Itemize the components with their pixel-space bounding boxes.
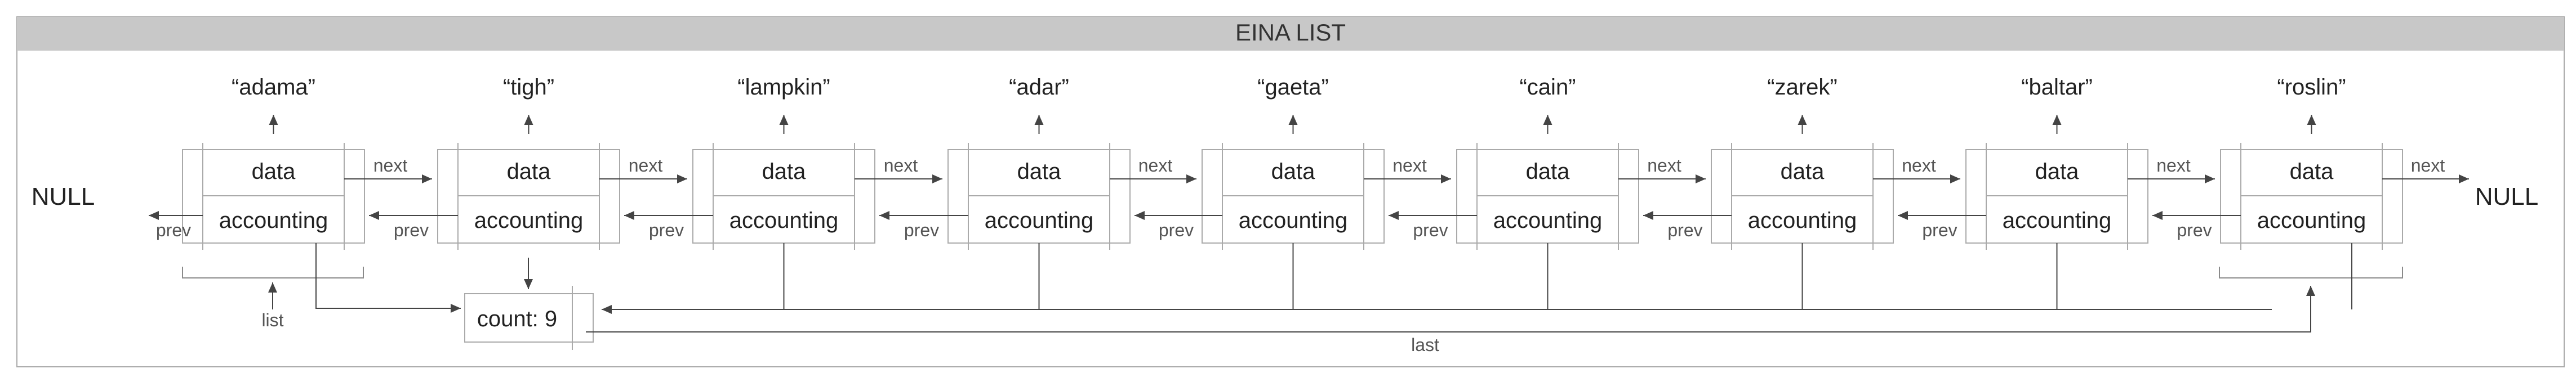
next-label: next [373,155,408,176]
count-text: count: 9 [477,307,557,331]
null-right-label: NULL [2475,183,2539,210]
prev-label: prev [1667,220,1702,240]
last-bracket [2219,267,2403,278]
prev-label: prev [156,220,191,240]
node-data-field: data [252,159,296,184]
node-data-field: data [1017,159,1062,184]
node-accounting-field: accounting [1748,208,1857,233]
node-accounting-field: accounting [1493,208,1602,233]
list-nodes: “adama” data accounting next prev “tigh” data a… [149,75,2469,250]
node-data-field: data [1781,159,1825,184]
next-label: next [2156,155,2191,176]
node-accounting-field: accounting [219,208,328,233]
node-value-label: “roslin” [2277,75,2346,100]
last-pointer-arrow [586,286,2315,332]
node-data-field: data [1526,159,1570,184]
node-accounting-field: accounting [2257,208,2366,233]
node-value-label: “baltar” [2021,75,2093,100]
node-data-field: data [1271,159,1316,184]
prev-label: prev [1413,220,1448,240]
prev-label: prev [904,220,939,240]
list-node: “gaeta” data accounting next prev [1134,75,1451,250]
node-value-label: “lampkin” [737,75,830,100]
count-box: count: 9 [464,286,594,350]
next-label: next [2411,155,2445,176]
node-value-label: “cain” [1519,75,1576,100]
prev-label: prev [1922,220,1957,240]
node-data-field: data [762,159,807,184]
list-node: “roslin” data accounting next prev [2152,75,2469,250]
accounting-drop-lines [783,243,2352,309]
list-node: “zarek” data accounting next prev [1643,75,1960,250]
node-data-field: data [507,159,551,184]
list-bracket [182,267,364,278]
node-value-label: “zarek” [1767,75,1837,100]
node-accounting-field: accounting [985,208,1093,233]
next-label: next [1902,155,1936,176]
last-label: last [1411,335,1439,355]
node-value-label: “adama” [232,75,315,100]
next-label: next [629,155,663,176]
node-accounting-field: accounting [729,208,838,233]
next-label: next [1138,155,1173,176]
list-node: “tigh” data accounting next prev [369,75,687,250]
node-data-field: data [2290,159,2334,184]
node-accounting-field: accounting [1239,208,1347,233]
adama-to-count-line [315,243,461,313]
list-node: “lampkin” data accounting next prev [624,75,942,250]
prev-label: prev [649,220,684,240]
node-value-label: “gaeta” [1257,75,1329,100]
list-node: “baltar” data accounting next prev [1898,75,2215,250]
next-label: next [1392,155,1427,176]
node-value-label: “tigh” [503,75,554,100]
diagram-title: EINA LIST [1235,19,1346,46]
prev-label: prev [1159,220,1194,240]
null-left-label: NULL [32,183,95,210]
title-bar [17,17,2564,51]
node-value-label: “adar” [1009,75,1069,100]
prev-label: prev [394,220,429,240]
next-label: next [884,155,918,176]
list-node: “adar” data accounting next prev [879,75,1196,250]
prev-label: prev [2177,220,2212,240]
list-node: “adama” data accounting next prev [149,75,432,250]
node-data-field: data [2035,159,2080,184]
list-label: list [261,310,283,330]
node-accounting-field: accounting [2003,208,2111,233]
next-label: next [1647,155,1681,176]
node-accounting-field: accounting [474,208,583,233]
